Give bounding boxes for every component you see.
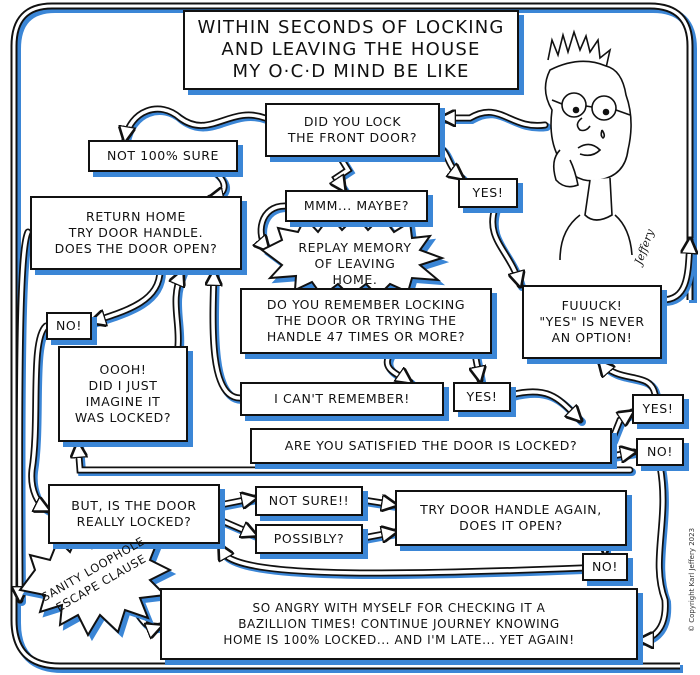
node-fuuuck: FUUUCK! "YES" IS NEVER AN OPTION!: [522, 285, 662, 359]
arrow-notsure-to-try: [359, 500, 401, 507]
node-mmm-maybe: MMM... MAYBE?: [285, 190, 428, 222]
node-yes-mid: YES!: [453, 382, 511, 412]
arrow-remember-to-cant: [384, 350, 416, 388]
mouth: [577, 143, 602, 157]
head-outline: [544, 60, 632, 182]
page-title: WITHIN SECONDS OF LOCKING AND LEAVING TH…: [183, 10, 519, 90]
arrow-long-to-oooh: [78, 444, 636, 476]
arrow-but-to-notsure: [216, 498, 261, 511]
arrow-yes-right-to-fuuuck: [600, 362, 661, 400]
neck: [584, 177, 613, 221]
node-no-bottom: NO!: [582, 553, 628, 581]
node-not-100-sure: NOT 100% SURE: [88, 140, 238, 172]
arrow-cant-remember-up: [213, 272, 246, 404]
arrow-no-bottom-loop: [216, 546, 588, 580]
glasses-left-lens: [561, 92, 587, 118]
arrow-face-to-lock: [438, 108, 551, 132]
node-no-right: NO!: [636, 438, 684, 466]
node-yes-right: YES!: [632, 394, 684, 424]
glasses-right-lens: [591, 95, 617, 121]
node-yes-top: YES!: [458, 178, 518, 208]
node-are-you-satisfied: ARE YOU SATISFIED THE DOOR IS LOCKED?: [250, 428, 612, 464]
node-return-home: RETURN HOME TRY DOOR HANDLE. DOES THE DO…: [30, 196, 242, 270]
outer-frame: [10, 2, 697, 673]
arrow-fuuuck-to-top: [658, 240, 692, 306]
node-cant-remember: I CAN'T REMEMBER!: [240, 382, 444, 416]
hair: [547, 29, 612, 69]
shoulders: [559, 214, 633, 261]
node-possibly: POSSIBLY?: [255, 524, 363, 554]
nose: [576, 117, 591, 132]
hand: [552, 149, 579, 188]
replay-memory-burst-shape: [260, 214, 446, 298]
arrow-return-to-no: [92, 266, 166, 328]
node-so-angry: SO ANGRY WITH MYSELF FOR CHECKING IT A B…: [160, 588, 638, 660]
node-no-left: NO!: [46, 312, 92, 340]
arrow-return-loop-left: [19, 228, 34, 606]
node-did-you-lock: DID YOU LOCK THE FRONT DOOR?: [265, 103, 440, 157]
arrow-but-to-possibly: [216, 516, 261, 541]
node-do-you-remember: DO YOU REMEMBER LOCKING THE DOOR OR TRYI…: [240, 288, 492, 354]
arrow-oooh-up: [176, 272, 188, 352]
arrow-remember-to-yes: [475, 350, 482, 386]
copyright-notice: © Copyright Karl Jeffery 2023: [688, 527, 696, 632]
node-replay-memory: REPLAY MEMORY OF LEAVING HOME.: [298, 240, 412, 287]
arrow-yes-mid-to-satisfied: [507, 388, 586, 426]
arrow-lock-to-not-sure: [125, 105, 271, 146]
arrow-satisfied-to-yes: [608, 412, 638, 446]
tear-drop: [600, 129, 606, 139]
arrow-no-right-to-angry: [640, 462, 672, 642]
arrow-lock-to-maybe: [336, 153, 356, 196]
anxious-man-illustration: [544, 29, 633, 261]
arrow-yes-to-fuuuck: [489, 204, 522, 291]
node-not-sure: NOT SURE!!: [255, 486, 363, 516]
arrow-possibly-to-try: [359, 532, 401, 544]
arrow-no-left-to-but: [28, 322, 54, 516]
node-oooh: OOOH! DID I JUST IMAGINE IT WAS LOCKED?: [58, 346, 188, 442]
sanity-burst-shape: [18, 519, 173, 638]
node-try-again: TRY DOOR HANDLE AGAIN, DOES IT OPEN?: [395, 490, 627, 546]
arrow-satisfied-to-no: [608, 452, 640, 458]
node-but-really: BUT, IS THE DOOR REALLY LOCKED?: [48, 484, 220, 544]
